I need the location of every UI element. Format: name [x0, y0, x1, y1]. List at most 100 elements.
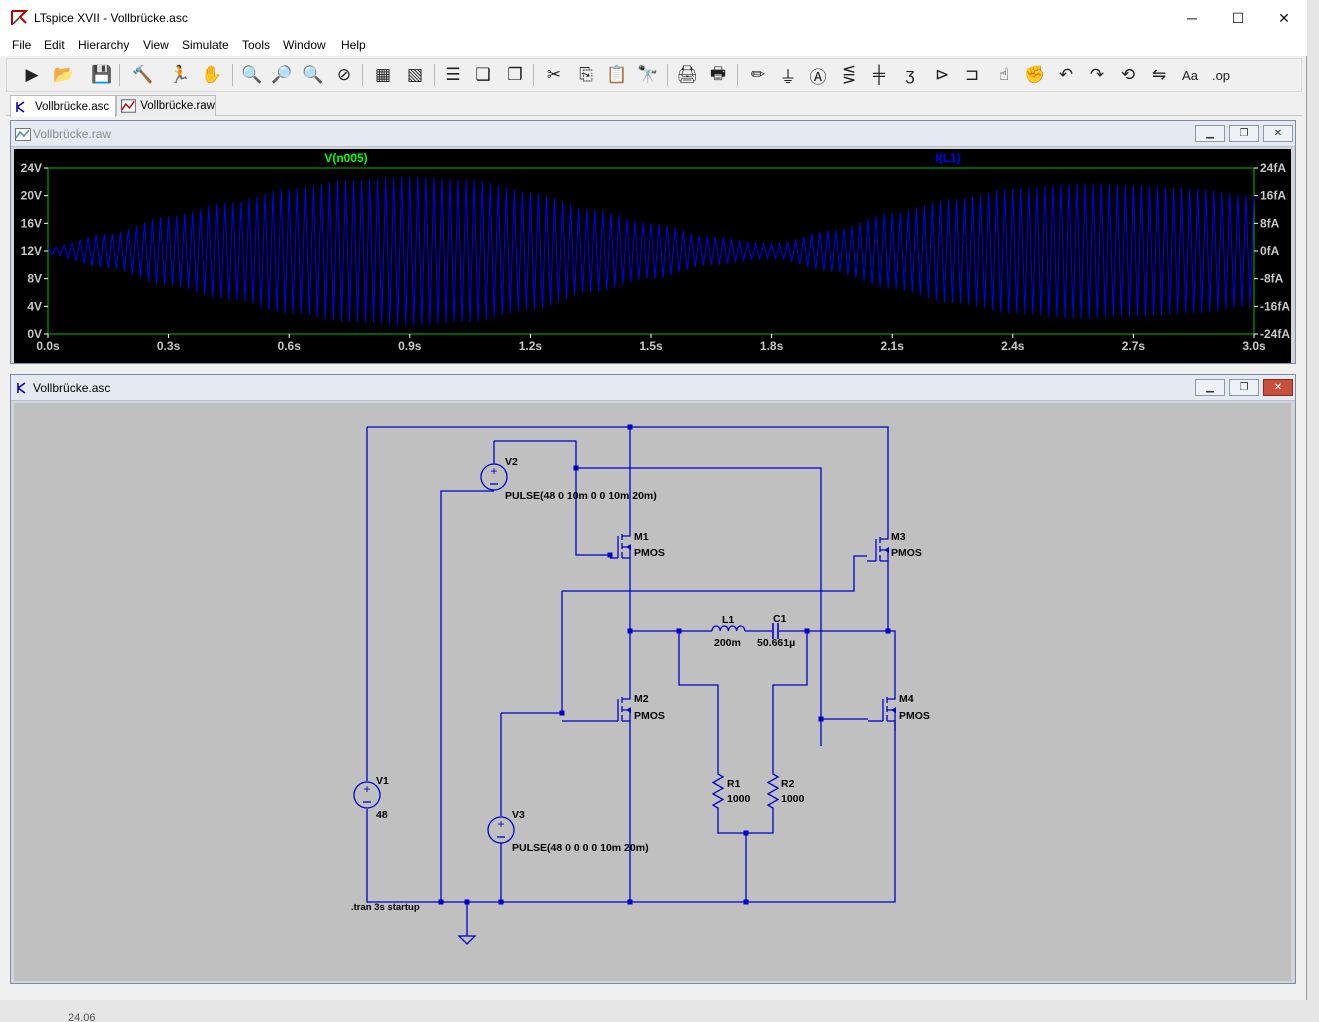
voltage-source-v2[interactable]: + — [480, 463, 508, 491]
text-icon[interactable]: Aa — [1182, 67, 1198, 83]
find-icon[interactable]: 🔭 — [637, 65, 659, 84]
spice-directive-icon[interactable]: .op — [1211, 67, 1231, 83]
ref-label-m3[interactable]: M3 — [891, 531, 906, 543]
print-icon[interactable]: 🖨 — [676, 65, 698, 84]
grid-icon[interactable]: ▧ — [406, 65, 424, 84]
value-label-m4[interactable]: PMOS — [899, 710, 930, 722]
ground-symbol[interactable] — [457, 935, 477, 945]
cut-icon[interactable]: ✂ — [546, 65, 562, 84]
mirror-icon[interactable]: ⇋ — [1151, 65, 1167, 84]
ref-label-r1[interactable]: R1 — [727, 778, 741, 790]
ref-label-v3[interactable]: V3 — [512, 809, 525, 821]
value-label-v2[interactable]: PULSE(48 0 10m 0 0 10m 20m) — [505, 490, 657, 502]
ground-icon[interactable]: ⏚ — [779, 67, 797, 87]
zoom-in-icon[interactable]: 🔍 — [241, 65, 263, 84]
component-icon[interactable]: ⊐ — [964, 65, 980, 84]
spice-directive-text[interactable]: .tran 3s startup — [351, 902, 420, 913]
value-label-m1[interactable]: PMOS — [634, 547, 665, 559]
voltage-source-v1[interactable]: + — [353, 781, 381, 809]
ref-label-l1[interactable]: L1 — [722, 614, 734, 626]
close-button[interactable]: ✕ — [1263, 125, 1293, 142]
restore-button[interactable]: ❐ — [1229, 125, 1259, 142]
trace-current-line[interactable] — [47, 176, 1255, 326]
wire[interactable] — [562, 555, 867, 592]
wire[interactable] — [717, 816, 774, 834]
resistor-r2[interactable] — [766, 766, 780, 816]
value-label-r1[interactable]: 1000 — [727, 793, 751, 805]
resistor-r1[interactable] — [711, 766, 725, 816]
wire[interactable] — [494, 440, 610, 556]
wire[interactable] — [576, 467, 822, 746]
ref-label-m2[interactable]: M2 — [634, 693, 649, 705]
ref-label-c1[interactable]: C1 — [773, 613, 787, 625]
waveform-window-titlebar[interactable]: Vollbrücke.raw ▁ ❐ ✕ — [11, 121, 1295, 147]
wire[interactable] — [367, 426, 889, 531]
zoom-cancel-icon[interactable]: ⊘ — [336, 65, 352, 84]
ref-label-m1[interactable]: M1 — [634, 531, 649, 543]
menu-file[interactable]: File — [12, 38, 32, 52]
tab-schematic[interactable]: Vollbrücke.asc — [10, 95, 116, 117]
pmos-m4[interactable] — [868, 691, 896, 731]
menu-help[interactable]: Help — [341, 38, 366, 52]
redo-icon[interactable]: ↷ — [1089, 65, 1105, 84]
resistor-icon[interactable]: ⋚ — [841, 65, 857, 84]
minimize-button[interactable]: ─ — [1187, 10, 1197, 26]
autorange-icon[interactable]: ▦ — [374, 65, 392, 84]
pmos-m2[interactable] — [562, 691, 631, 731]
pmos-m3[interactable] — [867, 531, 889, 571]
label-net-icon[interactable]: Ⓐ — [809, 67, 827, 87]
trace-label-current[interactable]: I(L1) — [935, 151, 960, 165]
menu-simulate[interactable]: Simulate — [182, 38, 229, 52]
control-panel-icon[interactable]: 🔨 — [132, 65, 154, 84]
pan-icon[interactable]: ✋ — [201, 65, 223, 84]
paste-icon[interactable]: 📋 — [606, 65, 628, 84]
tile-horizontal-icon[interactable]: ☰ — [445, 65, 461, 84]
wire[interactable] — [779, 630, 896, 691]
menu-window[interactable]: Window — [283, 38, 326, 52]
tile-vertical-icon[interactable]: ❐ — [507, 65, 523, 84]
capacitor-icon[interactable]: ╪ — [872, 65, 886, 84]
value-label-v3[interactable]: PULSE(48 0 0 0 0 10m 20m) — [512, 842, 649, 854]
menu-hierarchy[interactable]: Hierarchy — [78, 38, 130, 52]
value-label-m2[interactable]: PMOS — [634, 710, 665, 722]
ref-label-v1[interactable]: V1 — [376, 775, 389, 787]
minimize-button[interactable]: ▁ — [1195, 125, 1225, 142]
minimize-button[interactable]: ▁ — [1195, 379, 1225, 396]
value-label-v1[interactable]: 48 — [376, 809, 388, 821]
tab-waveform[interactable]: Vollbrücke.raw — [116, 95, 216, 116]
inductor-icon[interactable]: ʒ — [905, 65, 915, 84]
rotate-icon[interactable]: ⟲ — [1120, 65, 1136, 84]
halt-icon[interactable]: 🏃 — [169, 65, 191, 84]
print-setup-icon[interactable]: 🖶 — [709, 63, 727, 83]
copy-icon[interactable]: ⎘ — [579, 65, 593, 84]
zoom-extents-icon[interactable]: 🔎 — [271, 65, 293, 84]
value-label-m3[interactable]: PMOS — [891, 547, 922, 559]
close-button[interactable]: ✕ — [1278, 9, 1290, 26]
pmos-m1[interactable] — [610, 528, 631, 568]
open-icon[interactable]: 📂 — [53, 65, 75, 84]
diode-icon[interactable]: ⊳ — [934, 65, 950, 84]
ref-label-r2[interactable]: R2 — [781, 778, 795, 790]
save-icon[interactable]: 💾 — [91, 65, 113, 84]
menu-tools[interactable]: Tools — [242, 38, 271, 52]
restore-button[interactable]: ❐ — [1229, 379, 1259, 396]
wire[interactable] — [772, 631, 808, 766]
wire[interactable] — [440, 490, 494, 902]
maximize-button[interactable]: ☐ — [1231, 9, 1245, 26]
trace-label-voltage[interactable]: V(n005) — [324, 151, 367, 165]
capacitor-c1[interactable] — [772, 623, 779, 639]
menu-view[interactable]: View — [143, 38, 169, 52]
draw-wire-icon[interactable]: ✏ — [750, 65, 766, 84]
run-icon[interactable]: ▶ — [25, 65, 39, 84]
close-button[interactable]: ✕ — [1263, 379, 1293, 396]
wire[interactable] — [366, 721, 896, 903]
zoom-out-icon[interactable]: 🔍 — [302, 65, 324, 84]
ref-label-m4[interactable]: M4 — [899, 693, 914, 705]
value-label-c1[interactable]: 50.661µ — [757, 637, 795, 649]
menu-edit[interactable]: Edit — [44, 38, 65, 52]
value-label-r2[interactable]: 1000 — [781, 793, 805, 805]
